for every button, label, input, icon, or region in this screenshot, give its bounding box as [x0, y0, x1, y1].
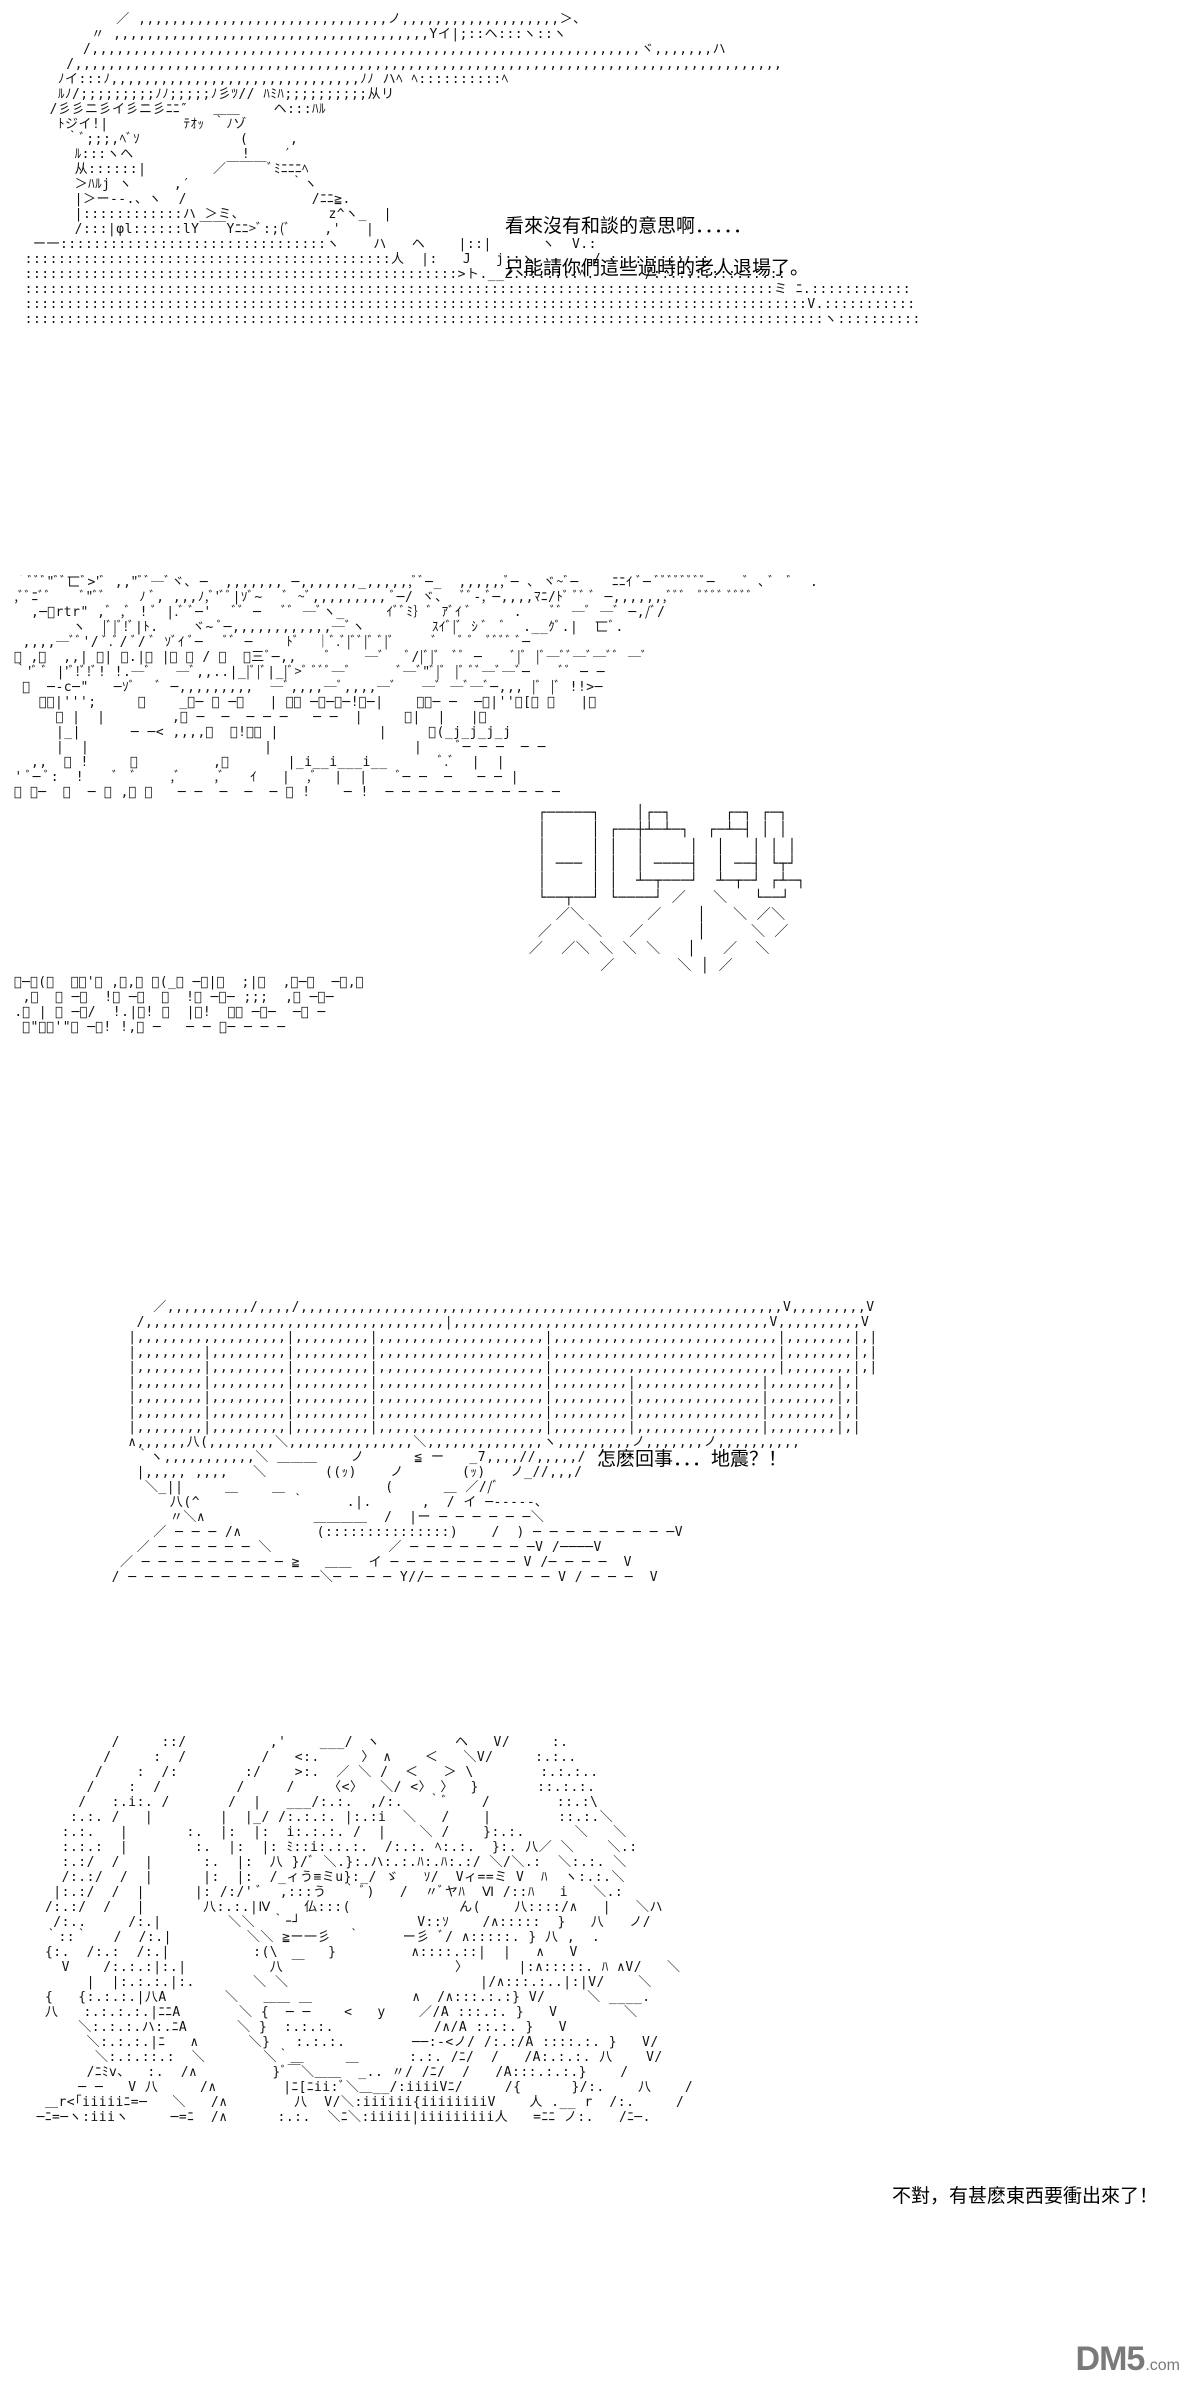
dialogue-line-1: 不對，有甚麽東西要衝出來了！ — [892, 2185, 1159, 2207]
dialogue-line-1: 怎麽回事．．．地震？！ — [597, 1448, 788, 1470]
panel-3: ／,,,,,,,,,,/,,,,/,,,,,,,,,,,,,,,,,,,,,,,… — [0, 1290, 1200, 1730]
ascii-art-rubble: ﾞ─ﾞ(ﾞ ﾞﾞ'ﾞ ,ﾞ,ﾞ ﾞ(_ﾞ ─ﾞ|ﾞ ;|ﾞ ,ﾞ─ﾞ ─ﾞ,ﾞ … — [6, 975, 364, 1035]
ascii-art-character-glasses: ／,,,,,,,,,,/,,,,/,,,,,,,,,,,,,,,,,,,,,,,… — [111, 1300, 878, 1585]
watermark-text: DM5 — [1075, 2340, 1146, 2378]
ascii-art-big-kanji-sfx: ┌─────┐ │┌─┐ ┌─┐ ┌─┐ │ │ ┌──┼┴─┴─┐ ┌─┴─┤… — [528, 805, 806, 974]
ascii-art-explosion-sfx: ｀ﾞﾞﾞ"ﾞﾞ匸ﾞ>'ﾞ ,,"ﾞﾞ─ﾞヾ､ ─ ,,,,,,, ─,,,,,,… — [6, 575, 819, 800]
ascii-art-character-mask: ／ ,,,,,,,,,,,,,,,,,,,,,,,,,,,,,,ノ,,,,,,,… — [24, 12, 921, 327]
panel-4: / ::/ ,' ___/￣ヽ ヘ V/ :. / : / / <:. 〉 ∧ … — [0, 1735, 1200, 2390]
site-watermark-logo: DM5 .com — [1076, 2336, 1180, 2376]
dialogue-line-1: 看來沒有和談的意思啊．．．．． — [505, 215, 753, 237]
ascii-art-character-longhair: / ::/ ,' ___/￣ヽ ヘ V/ :. / : / / <:. 〉 ∧ … — [36, 1735, 694, 2125]
panel-1: ／ ,,,,,,,,,,,,,,,,,,,,,,,,,,,,,,ノ,,,,,,,… — [0, 0, 1200, 560]
dialogue-line-2: 只能請你們這些過時的老人退場了。 — [505, 257, 810, 279]
panel-2: ｀ﾞﾞﾞ"ﾞﾞ匸ﾞ>'ﾞ ,,"ﾞﾞ─ﾞヾ､ ─ ,,,,,,, ─,,,,,,… — [0, 575, 1200, 1275]
watermark-suffix: .com — [1145, 2357, 1180, 2374]
dialogue-caption: 看來沒有和談的意思啊．．．．． 只能請你們這些過時的老人退場了。 — [505, 205, 809, 289]
dialogue-caption: 不對，有甚麽東西要衝出來了！ — [892, 2175, 1158, 2217]
dialogue-caption: 怎麽回事．．．地震？！ — [597, 1438, 787, 1480]
